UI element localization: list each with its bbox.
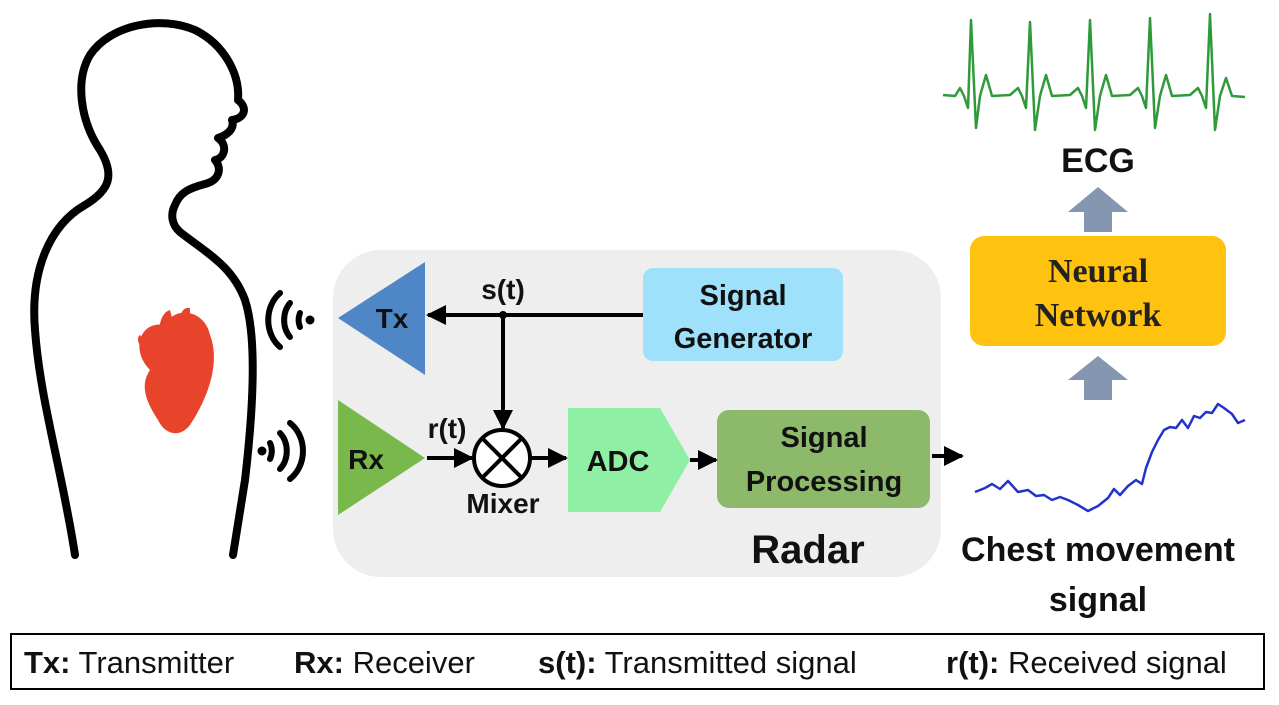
adc-block [568, 408, 690, 512]
neural-network-label-line2: Network [1035, 297, 1162, 334]
s-t-label: s(t) [481, 274, 525, 305]
mixer-icon [472, 428, 532, 488]
legend-desc: Transmitted signal [596, 645, 857, 680]
up-arrow-icon [1068, 356, 1128, 400]
legend-item-rx: Rx: Receiver [294, 645, 475, 681]
legend-item-r-t: r(t): Received signal [946, 645, 1227, 681]
legend-desc: Received signal [999, 645, 1227, 680]
signal-processing-label-line2: Processing [746, 466, 902, 498]
radar-label: Radar [751, 528, 864, 572]
tx-label: Tx [376, 303, 409, 334]
legend-desc: Receiver [343, 645, 475, 680]
legend-item-s-t: s(t): Transmitted signal [538, 645, 857, 681]
legend-key: Tx: [24, 645, 71, 680]
rx-label: Rx [348, 444, 384, 475]
chest-movement-waveform [974, 402, 1246, 513]
human-silhouette [30, 19, 257, 559]
adc-label: ADC [587, 446, 650, 478]
transmit-wave-icon [265, 290, 315, 350]
r-t-label: r(t) [428, 413, 467, 444]
legend-key: r(t): [946, 645, 1000, 680]
chest-movement-label-line1: Chest movement [961, 531, 1235, 569]
mixer-label: Mixer [466, 488, 539, 519]
legend-box: Tx: Transmitter Rx: Receiver s(t): Trans… [10, 633, 1265, 690]
signal-generator-label-line1: Signal [699, 280, 786, 312]
rx-block [338, 400, 425, 515]
heart-icon [137, 307, 214, 434]
legend-desc: Transmitter [70, 645, 235, 680]
ecg-waveform [942, 12, 1246, 132]
tx-block [338, 262, 425, 375]
neural-network-block [970, 236, 1226, 346]
signal-generator-block [643, 268, 843, 361]
chest-movement-label-line2: signal [1049, 581, 1147, 619]
legend-key: s(t): [538, 645, 597, 680]
signal-generator-label-line2: Generator [674, 323, 813, 355]
neural-network-label-line1: Neural [1048, 253, 1148, 290]
junction-dot [499, 311, 507, 319]
ecg-label: ECG [1061, 142, 1135, 180]
signal-connections [426, 305, 964, 470]
signal-processing-label-line1: Signal [780, 422, 867, 454]
legend-key: Rx: [294, 645, 344, 680]
signal-processing-block [717, 410, 930, 508]
up-arrow-icon [1068, 187, 1128, 232]
receive-wave-icon [257, 420, 306, 482]
legend-item-tx: Tx: Transmitter [24, 645, 234, 681]
